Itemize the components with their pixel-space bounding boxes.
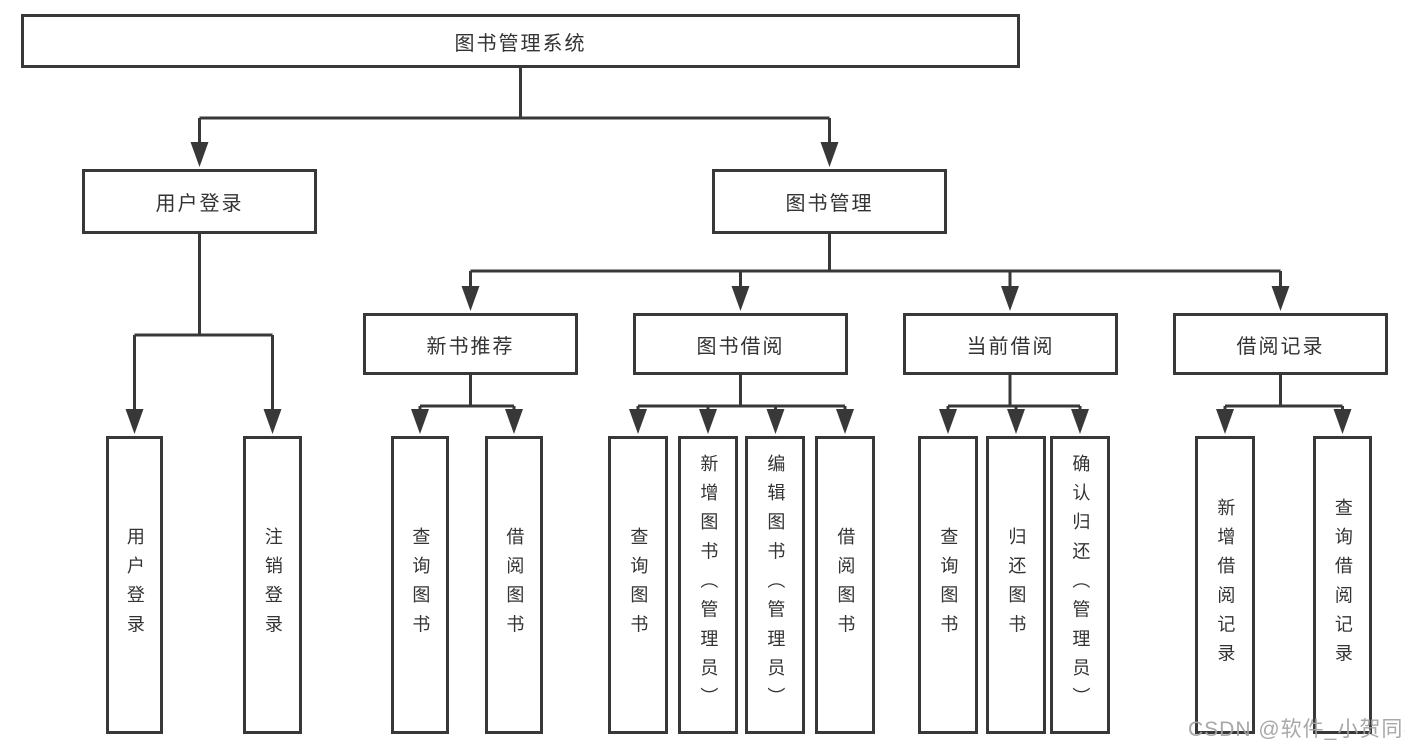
node-label: 新书推荐 <box>426 335 515 358</box>
leaf-borrow-books-borrowing: 借阅图书 <box>815 436 875 734</box>
node-label: 图书借阅 <box>696 335 785 358</box>
leaf-query-books-borrowing: 查询图书 <box>608 436 668 734</box>
leaf-logout: 注销登录 <box>243 436 302 734</box>
leaf-edit-book-admin: 编辑图书（管理员） <box>745 436 805 734</box>
node-label: 借阅记录 <box>1236 335 1325 358</box>
leaf-borrow-books-recommend: 借阅图书 <box>485 436 543 734</box>
node-book-management: 图书管理 <box>712 169 947 234</box>
csdn-watermark: CSDN @软件_小贺同学 <box>1188 718 1405 741</box>
leaf-query-borrow-record: 查询借阅记录 <box>1313 436 1372 734</box>
leaf-label: 查询借阅记录 <box>1332 497 1353 673</box>
leaf-label: 编辑图书（管理员） <box>765 453 786 717</box>
leaf-label: 借阅图书 <box>835 526 856 644</box>
leaf-confirm-return-admin: 确认归还（管理员） <box>1050 436 1110 734</box>
leaf-query-books-current: 查询图书 <box>918 436 978 734</box>
arrowheads <box>125 142 1352 434</box>
node-user-login: 用户登录 <box>82 169 317 234</box>
node-label: 当前借阅 <box>966 335 1055 358</box>
node-borrowing-records: 借阅记录 <box>1173 313 1388 375</box>
leaf-label: 查询图书 <box>938 526 959 644</box>
leaf-return-book: 归还图书 <box>986 436 1046 734</box>
node-book-borrowing: 图书借阅 <box>633 313 848 375</box>
leaf-add-book-admin: 新增图书（管理员） <box>678 436 738 734</box>
node-new-book-recommendation: 新书推荐 <box>363 313 578 375</box>
node-label: 图书管理 <box>785 193 874 215</box>
leaf-label: 借阅图书 <box>504 526 525 644</box>
leaf-label: 查询图书 <box>628 526 649 644</box>
leaf-query-books-recommend: 查询图书 <box>391 436 449 734</box>
leaf-label: 归还图书 <box>1006 526 1027 644</box>
leaf-user-login: 用户登录 <box>106 436 163 734</box>
node-label: 用户登录 <box>155 193 244 215</box>
leaf-label: 确认归还（管理员） <box>1070 453 1091 717</box>
node-current-borrowing: 当前借阅 <box>903 313 1118 375</box>
leaf-label: 注销登录 <box>262 526 283 644</box>
leaf-label: 用户登录 <box>124 526 145 644</box>
leaf-add-borrow-record: 新增借阅记录 <box>1195 436 1255 734</box>
leaf-label: 新增图书（管理员） <box>698 453 719 717</box>
leaf-label: 查询图书 <box>410 526 431 644</box>
node-root-library-management-system: 图书管理系统 <box>21 14 1020 68</box>
leaf-label: 新增借阅记录 <box>1215 497 1236 673</box>
node-label: 图书管理系统 <box>454 32 587 55</box>
